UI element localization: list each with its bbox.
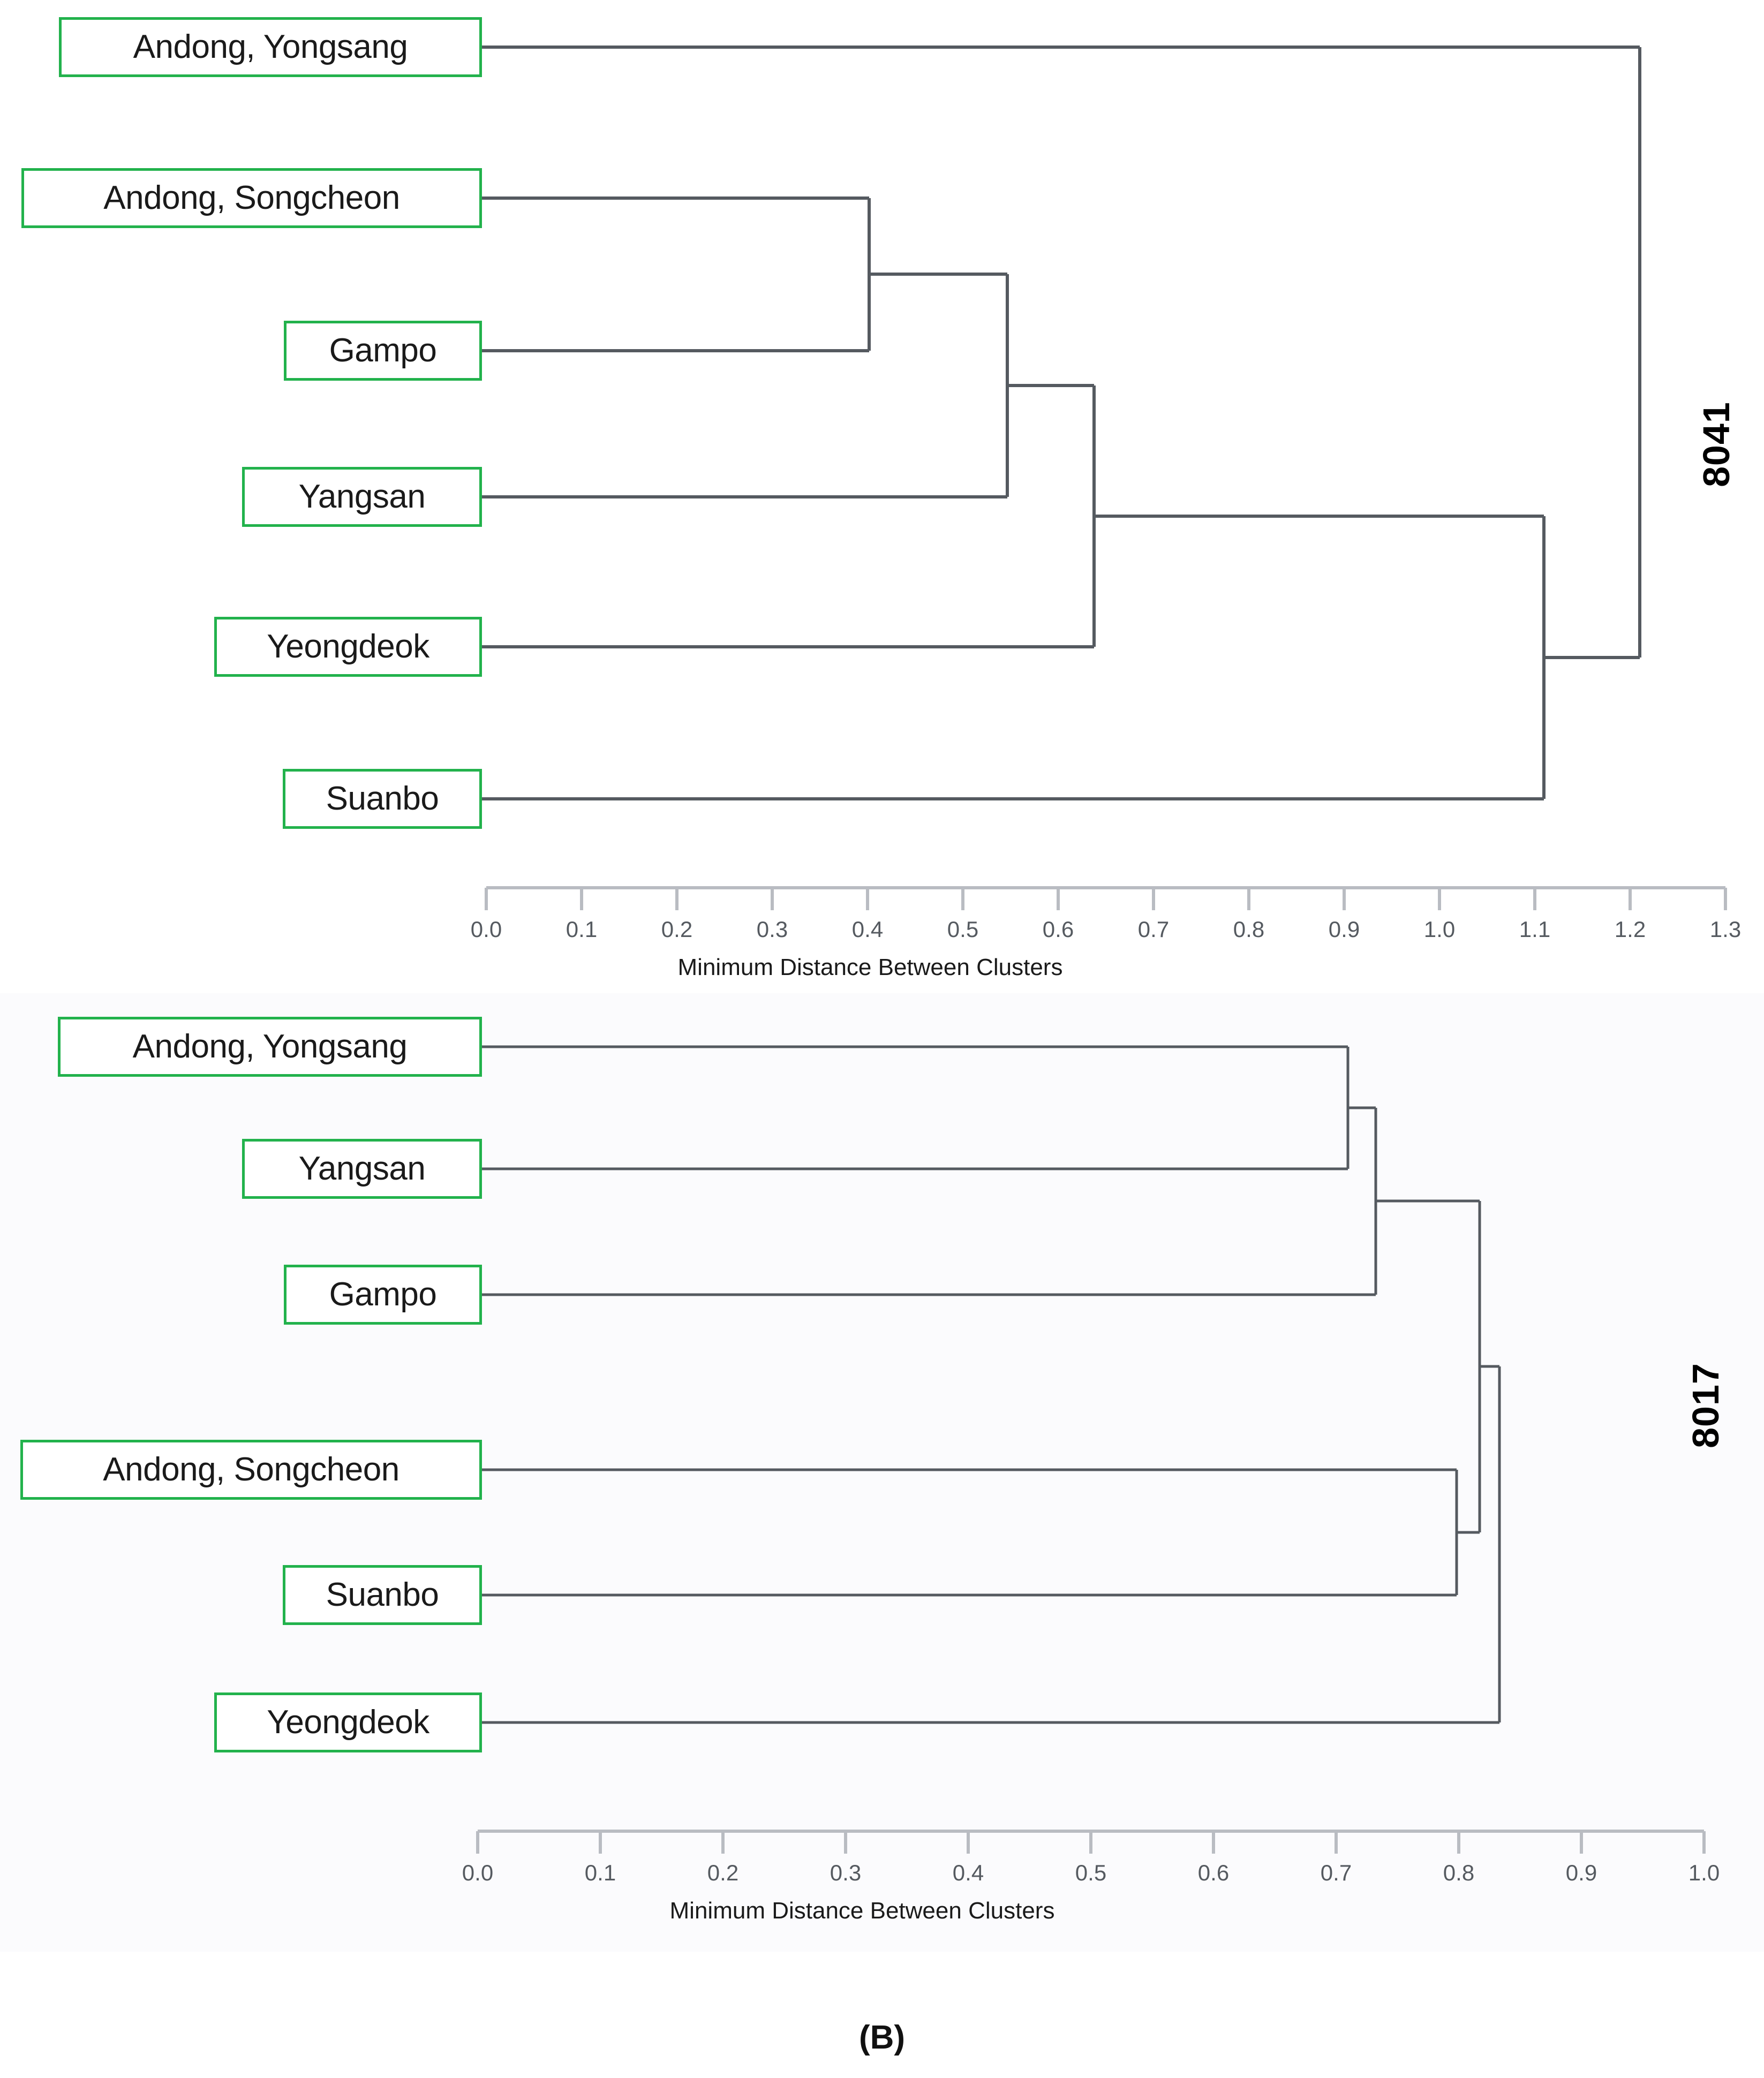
leaf-label: Suanbo: [326, 780, 439, 817]
leaf-box-suanbo[interactable]: Suanbo: [283, 1565, 482, 1625]
x-tick-label: 0.1: [566, 917, 598, 942]
leaf-label: Andong, Yongsang: [133, 28, 408, 65]
leaf-label: Gampo: [329, 332, 437, 369]
x-tick-label: 0.8: [1233, 917, 1265, 942]
x-tick-label: 1.0: [1423, 917, 1456, 942]
dendrogram-panel-8041: Andong, Yongsang Andong, Songcheon Gampo…: [0, 0, 1764, 993]
leaf-box-andong-songcheon[interactable]: Andong, Songcheon: [21, 168, 482, 228]
leaf-label: Andong, Songcheon: [103, 179, 400, 216]
leaf-label: Yangsan: [298, 478, 426, 515]
x-tick-label: 1.3: [1709, 917, 1742, 942]
x-tick-label: 0.9: [1328, 917, 1360, 942]
x-tick-label: 0.6: [1042, 917, 1074, 942]
x-axis-caption: Minimum Distance Between Clusters: [669, 1898, 1055, 1924]
leaf-label: Suanbo: [326, 1576, 439, 1613]
x-tick-label: 0.2: [707, 1860, 739, 1885]
leaf-label: Yeongdeok: [267, 1704, 429, 1741]
x-tick-label: 0.4: [952, 1860, 984, 1885]
x-tick-label: 0.3: [756, 917, 788, 942]
dendrogram-lines-8041: [482, 46, 1727, 910]
x-tick-label: 0.0: [462, 1860, 494, 1885]
leaf-box-yeongdeok[interactable]: Yeongdeok: [214, 1692, 482, 1752]
x-tick-label: 0.5: [1075, 1860, 1107, 1885]
figure-label-b: (B): [858, 2019, 906, 2056]
panel-tag-8041: 8041: [1695, 402, 1737, 487]
x-tick-label: 0.8: [1443, 1860, 1475, 1885]
x-tick-label: 0.5: [947, 917, 979, 942]
x-tick-label: 0.3: [830, 1860, 862, 1885]
x-tick-label: 1.0: [1688, 1860, 1720, 1885]
leaf-box-yangsan[interactable]: Yangsan: [242, 1139, 482, 1199]
x-tick-label: 0.4: [851, 917, 884, 942]
x-tick-label: 0.6: [1197, 1860, 1230, 1885]
leaf-box-yangsan[interactable]: Yangsan: [242, 467, 482, 527]
leaf-label: Andong, Songcheon: [103, 1451, 399, 1488]
leaf-label: Yangsan: [298, 1150, 426, 1187]
leaf-box-gampo[interactable]: Gampo: [284, 1265, 482, 1325]
leaf-label: Andong, Yongsang: [132, 1028, 408, 1065]
dendrogram-panel-8017: Andong, Yongsang Yangsan Gampo Andong, S…: [0, 993, 1764, 1952]
leaf-box-andong-yongsang[interactable]: Andong, Yongsang: [59, 17, 482, 77]
x-tick-label: 0.2: [661, 917, 693, 942]
x-tick-label: 0.7: [1320, 1860, 1352, 1885]
leaf-box-gampo[interactable]: Gampo: [284, 321, 482, 381]
x-tick-label: 1.2: [1614, 917, 1646, 942]
leaf-box-andong-yongsang[interactable]: Andong, Yongsang: [58, 1017, 482, 1077]
leaf-box-suanbo[interactable]: Suanbo: [283, 769, 482, 829]
x-tick-label: 1.1: [1519, 917, 1551, 942]
x-tick-label: 0.9: [1565, 1860, 1597, 1885]
x-tick-label: 0.7: [1137, 917, 1170, 942]
leaf-box-yeongdeok[interactable]: Yeongdeok: [214, 617, 482, 677]
x-tick-label: 0.1: [584, 1860, 616, 1885]
x-tick-label: 0.0: [470, 917, 502, 942]
leaf-label: Yeongdeok: [267, 628, 429, 665]
x-axis-caption: Minimum Distance Between Clusters: [677, 954, 1063, 980]
panel-tag-8017: 8017: [1685, 1363, 1727, 1448]
leaf-box-andong-songcheon[interactable]: Andong, Songcheon: [20, 1440, 482, 1500]
leaf-label: Gampo: [329, 1276, 437, 1313]
